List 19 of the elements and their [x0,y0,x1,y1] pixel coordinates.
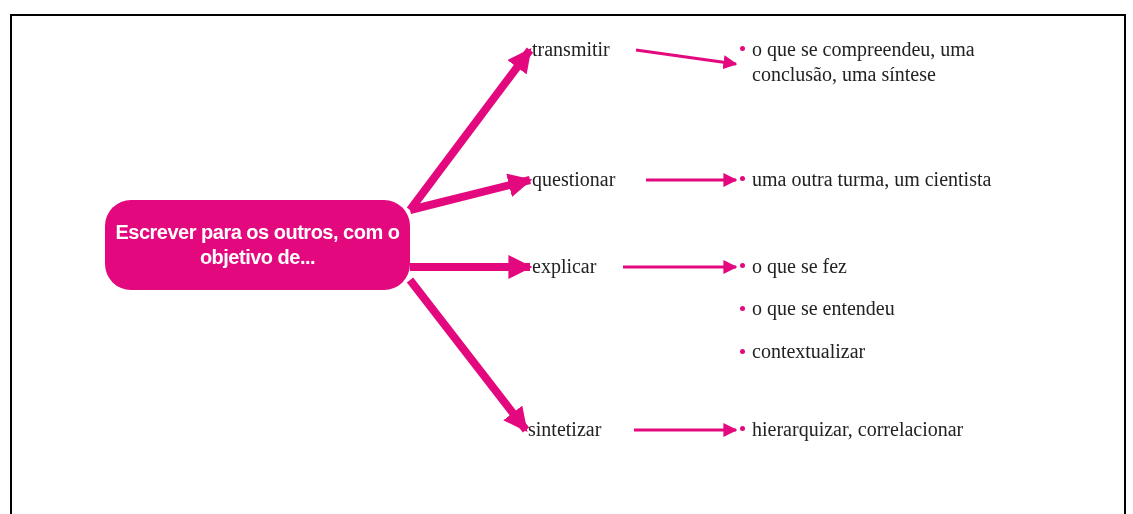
purpose-label: transmitir [532,37,630,63]
purpose-label: explicar [532,254,617,280]
item-text: hierarquizar, correlacionar [752,417,1032,443]
item-text: uma outra turma, um cientista [752,167,1062,193]
item-text: o que se compreendeu, uma conclusão, uma síntese [752,37,1052,91]
arrow [623,260,738,274]
arrow [410,255,533,279]
purpose-label: questionar [532,167,640,193]
item-text: o que se entendeu [752,297,895,320]
arrow [406,277,530,433]
item-text: contextualizar [752,340,866,363]
arrow [646,173,738,187]
topic-box: Escrever para os outros, com o objetivo de... [105,200,410,290]
arrow [635,48,738,70]
arrow [406,47,534,213]
purpose-label: sintetizar [528,417,628,443]
arrow [409,173,533,214]
item-text: o que se fez [752,254,892,280]
arrow [634,423,738,437]
